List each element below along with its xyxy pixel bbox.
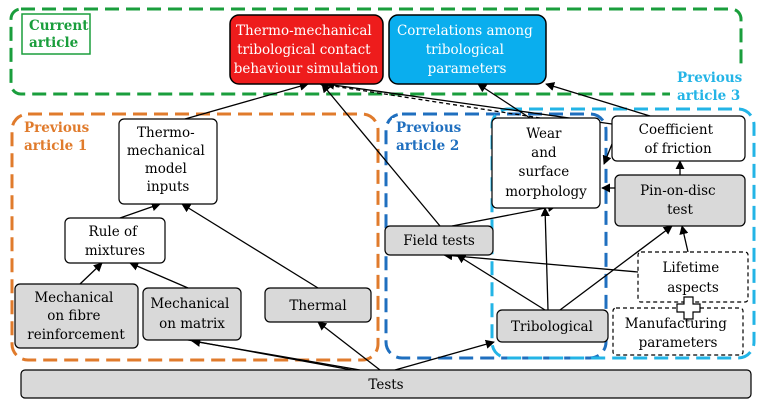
node-cof: Coefficient of friction	[611, 115, 746, 162]
node-lifetime: Lifetime aspects	[637, 251, 749, 303]
svg-text:Thermo-mechanical tribol: Thermo-mechanical tribological contact b…	[234, 23, 379, 77]
svg-text:Correlations among tribo: Correlations among tribological paramete…	[397, 23, 537, 77]
edge-tribo-to-wear	[540, 207, 550, 311]
edges	[79, 80, 689, 371]
edge-lifetime-to-pin	[679, 225, 689, 253]
edge-tests-to-thermal	[317, 321, 381, 371]
plus-connector-icon	[676, 296, 701, 320]
svg-text:Rule of mixtures: Rule of mixtures	[85, 224, 145, 259]
edge-inputs-to-simulation	[184, 81, 309, 120]
node-wear: Wear and surface morphology	[491, 117, 601, 209]
edge-fibre-to-mixtures	[79, 262, 103, 285]
group-label-box-prev1	[20, 118, 92, 156]
node-correlations: Correlations among tribological paramete…	[388, 14, 547, 85]
node-field-tests: Field tests	[384, 225, 494, 256]
group-label-prev2: Previous article 2	[396, 120, 466, 154]
group-frame-prev3	[490, 107, 756, 360]
edge-mixtures-to-inputs	[119, 202, 161, 219]
node-pin-on-disc: Pin-on-disc test	[614, 174, 746, 227]
edge-wear-to-correlations	[477, 83, 531, 119]
node-rule-of-mixtures: Rule of mixtures	[64, 217, 166, 264]
edge-cof-to-wear	[602, 143, 613, 165]
svg-text:Thermal: Thermal	[289, 298, 346, 314]
edge-thermal-to-inputs	[181, 203, 319, 289]
group-label-box-prev3	[670, 67, 750, 107]
svg-text:Manufacturing parameters: Manufacturing parameters	[625, 316, 731, 351]
edge-cof-to-correlations	[545, 82, 651, 117]
edge-cof-to-simulation	[325, 80, 613, 125]
svg-text:Tests: Tests	[368, 377, 403, 393]
svg-text:Wear and surface: Wear and surface morphology	[505, 126, 587, 200]
edge-tribo-to-fieldtests	[456, 254, 546, 311]
svg-text:Field tests: Field tests	[403, 233, 475, 249]
node-mech-matrix: Mechanical on matrix	[142, 287, 242, 341]
edge-fieldtests-to-simulation	[321, 83, 441, 227]
group-frame-current	[9, 7, 743, 96]
edge-fieldtests-to-wear	[451, 203, 557, 227]
node-thermal: Thermal	[264, 287, 372, 323]
group-label-prev1: Previous article 1	[24, 120, 94, 154]
svg-text:Mechanical on fibre: Mechanical on fibre reinforcement	[27, 290, 125, 343]
svg-text:Thermo- mechanical: Thermo- mechanical model inputs	[127, 125, 209, 195]
svg-text:Tribological: Tribological	[511, 319, 593, 335]
group-frame-prev1	[10, 112, 380, 362]
group-label-box-current	[21, 13, 91, 55]
edge-wear-to-simulation	[319, 80, 541, 119]
node-simulation: Thermo-mechanical tribological contact b…	[229, 14, 384, 85]
node-tribological: Tribological	[496, 309, 609, 343]
node-tests: Tests	[20, 369, 752, 399]
edge-lifetime-to-fieldtests	[443, 251, 639, 273]
group-label-prev3: Previous article 3	[677, 70, 747, 104]
node-model-inputs: Thermo- mechanical model inputs	[118, 118, 218, 205]
edge-tribo-to-pin	[559, 225, 673, 311]
svg-text:Pin-on-disc test: Pin-on-disc test	[640, 183, 720, 218]
svg-text:Mechanical on matrix: Mechanical on matrix	[150, 296, 233, 332]
node-mech-fibre: Mechanical on fibre reinforcement	[14, 283, 139, 349]
edge-tests-to-matrix	[191, 337, 361, 371]
group-label-box-prev2	[392, 118, 470, 156]
edge-tests-to-tribo	[394, 339, 495, 371]
node-manufacturing: Manufacturing parameters	[612, 307, 744, 356]
group-label-current: Current article	[29, 18, 93, 51]
svg-text:Lifetime aspects: Lifetime aspects	[662, 260, 723, 296]
edge-matrix-to-mixtures	[129, 262, 189, 289]
svg-text:Coefficient of friction: Coefficient of friction	[639, 122, 718, 157]
